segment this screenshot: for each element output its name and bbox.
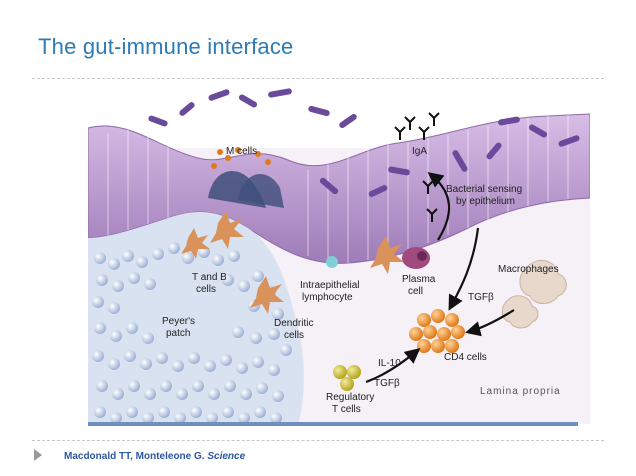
title-divider — [32, 78, 604, 79]
arrows — [365, 172, 515, 384]
arrow-plasma-to-iga — [427, 172, 451, 241]
gut-immune-diagram: M cells IgA Bacterial sensing by epithel… — [88, 88, 590, 424]
arrow-epithelium-to-cd4 — [448, 227, 480, 311]
label-regulatory-2: T cells — [332, 404, 361, 415]
label-dendritic-2: cells — [284, 330, 304, 341]
label-t-b-2: cells — [196, 284, 216, 295]
label-cd4: CD4 cells — [444, 352, 487, 363]
label-tgfb-lower: TGFβ — [374, 378, 400, 389]
label-macrophages: Macrophages — [498, 264, 559, 275]
label-peyers-1: Peyer's — [162, 316, 195, 327]
peyers-lymphocytes — [92, 242, 292, 424]
regulatory-t-cells — [333, 365, 361, 391]
bacteria — [148, 88, 580, 197]
play-arrow-icon — [34, 449, 42, 461]
label-intraepithelial-1: Intraepithelial — [300, 280, 359, 291]
arrow-regulatory-to-cd4 — [365, 348, 421, 384]
dendritic-cells — [181, 211, 404, 314]
cd4-cells — [409, 309, 465, 353]
label-iga: IgA — [412, 146, 427, 157]
citation-journal: Science — [207, 451, 246, 462]
citation: Macdonald TT, Monteleone G. Science — [64, 451, 245, 462]
citation-authors: Macdonald TT, Monteleone G. — [64, 451, 208, 462]
intraepithelial-lymphocyte — [326, 256, 338, 268]
macrophages — [501, 259, 567, 329]
label-dendritic-1: Dendritic — [274, 318, 313, 329]
label-bacterial-sensing-2: by epithelium — [456, 196, 515, 207]
label-m-cells: M cells — [226, 146, 257, 157]
label-tgfb-upper: TGFβ — [468, 292, 494, 303]
epithelial-cells — [107, 115, 569, 263]
label-il10: IL-10 — [378, 358, 401, 369]
figure-bottom-bar — [88, 422, 578, 426]
label-intraepithelial-2: lymphocyte — [302, 292, 353, 303]
slide-title: The gut-immune interface — [38, 34, 294, 59]
diagram-labels: M cells IgA Bacterial sensing by epithel… — [162, 146, 561, 415]
label-peyers-2: patch — [166, 328, 190, 339]
label-regulatory-1: Regulatory — [326, 392, 374, 403]
m-cells-dome — [208, 147, 284, 208]
label-bacterial-sensing-1: Bacterial sensing — [446, 184, 522, 195]
label-t-b-1: T and B — [192, 272, 227, 283]
arrow-macrophage-to-cd4 — [465, 309, 515, 337]
footer-divider — [32, 440, 604, 441]
label-lamina-propria: Lamina propria — [480, 386, 561, 397]
label-plasma-2: cell — [408, 286, 423, 297]
label-plasma-1: Plasma — [402, 274, 436, 285]
